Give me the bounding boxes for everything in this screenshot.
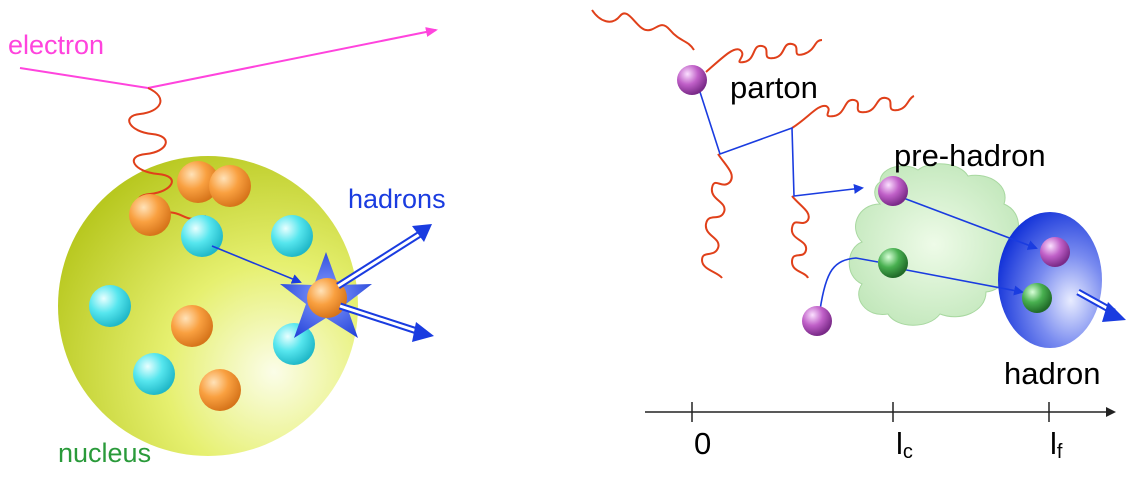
hadrons-label: hadrons [348,184,446,214]
time-axis [645,402,1116,422]
gluon [791,95,915,129]
proton [171,305,213,347]
prehadron-track [895,267,1024,296]
prehadron-cloud [848,163,1019,326]
neutron [273,323,315,365]
neutron [89,285,131,327]
axis-label-lf-sub: f [1056,441,1063,463]
quark-track [819,257,879,311]
electron-track-in [19,67,149,89]
hadron-outgoing-arrow [1076,288,1126,322]
hadron-quark-purple [1040,237,1070,267]
hadron-arrow [336,224,432,289]
prehadron-label: pre-hadron [894,138,1046,173]
hadron-label: hadron [1004,356,1101,391]
gluon [705,39,823,73]
gluon [790,195,810,279]
proton [199,369,241,411]
prehadron-track [897,195,1038,250]
proton [209,165,251,207]
proton [129,194,171,236]
nucleus-label: nucleus [58,438,152,468]
axis-label-lc-sub: c [902,441,913,463]
right-panel [591,9,1126,422]
parton-track [699,91,864,197]
quark-green [878,248,908,278]
gluon [700,153,733,279]
incoming-photon [591,9,695,51]
axis-label-lc: lc [896,428,913,462]
struck-track [211,245,302,284]
parton-label: parton [730,70,818,105]
quark-purple [878,176,908,206]
axis-label-lf-main: l [1050,426,1057,461]
axis-label-lc-main: l [896,426,903,461]
neutron [181,215,223,257]
parton-sphere [677,65,707,95]
hadron-arrow [338,302,434,342]
axis-label-0: 0 [694,426,712,461]
proton [177,161,219,203]
neutron [271,215,313,257]
neutron [133,353,175,395]
left-panel [19,27,438,456]
hadron-quark-green [1022,283,1052,313]
electron-label: electron [8,30,105,60]
axis-label-lf: lf [1050,428,1062,462]
electron-track-out [147,27,438,89]
hadron-blob [998,212,1102,348]
quark-purple [802,306,832,336]
struck-nucleon [307,278,347,318]
